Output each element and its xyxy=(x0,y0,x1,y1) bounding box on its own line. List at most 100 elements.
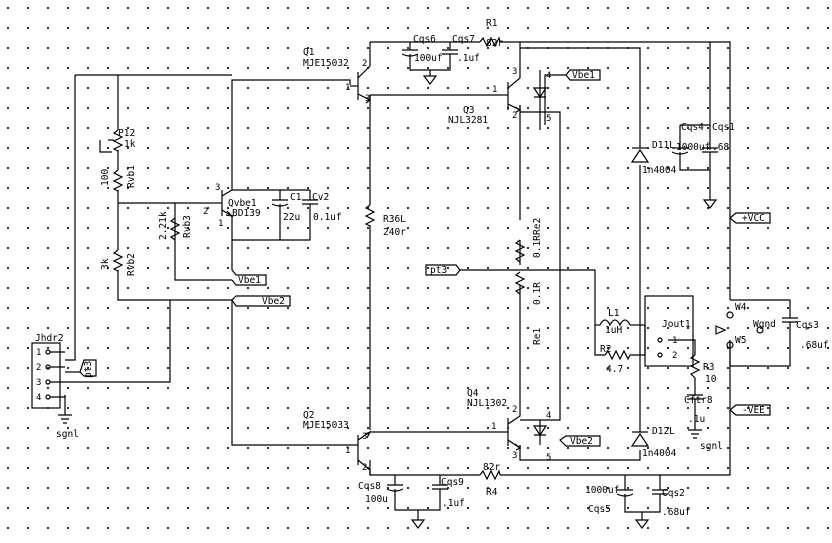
q1-pin3: 3 xyxy=(365,94,370,104)
q2-pin2: 2 xyxy=(362,463,367,473)
q4-part: NJL1302 xyxy=(467,398,507,409)
q2-transistor xyxy=(350,430,372,475)
re2-val: 0.1R xyxy=(532,235,543,258)
re1-val: 0.1R xyxy=(532,282,543,305)
q2-pin1: 1 xyxy=(345,446,350,456)
qvbe-ref: Qvbe1 xyxy=(228,198,257,209)
qvbe-pin2: 2 xyxy=(203,207,208,217)
wgnd-ref: Wgnd xyxy=(753,319,776,330)
c1-val: 22u xyxy=(283,212,300,223)
jout-pin2: 2 xyxy=(672,351,677,361)
q3-transistor xyxy=(500,70,522,113)
cftr-val: .1u xyxy=(688,414,705,425)
p12-ref: P12 xyxy=(118,128,135,139)
r2-resistor xyxy=(604,349,631,361)
cqs5-ref: Cqs5 xyxy=(588,504,611,515)
jhdr-ref: Jhdr2 xyxy=(35,333,64,344)
cqs9-ref: Cqs9 xyxy=(441,477,464,488)
diode-bottom-pin5: 5 xyxy=(546,453,551,463)
q3-part: NJL3281 xyxy=(448,115,488,126)
capacitors xyxy=(271,49,798,505)
jout-ref: Jout1 xyxy=(662,319,691,330)
q3-ref: Q3 xyxy=(463,105,474,116)
d12-ref: D12L xyxy=(652,426,675,437)
q4-transistor xyxy=(500,410,522,451)
r3-ref: R3 xyxy=(703,362,714,373)
cqs4-val: 1000uf xyxy=(676,142,710,153)
jhdr-pin3: 3 xyxy=(36,378,41,388)
qvbe1-transistor xyxy=(210,189,234,217)
w5-ref: W5 xyxy=(735,335,746,346)
r3-resistor xyxy=(689,354,701,385)
rvb1-val: 100 xyxy=(100,169,111,186)
cqs2-ref: Cqs2 xyxy=(662,488,685,499)
q1-pin2: 2 xyxy=(362,59,367,69)
rvb1-ref: Rvb1 xyxy=(126,165,137,188)
r4-val: 82r xyxy=(483,462,500,473)
net-vbe1-left: Vbe1 xyxy=(238,275,261,286)
cqs1-ref: Cqs1 xyxy=(712,122,735,133)
cqs3-val: .68uf xyxy=(800,340,829,351)
d12-val: 1n4004 xyxy=(642,448,677,459)
q2-pin3: 3 xyxy=(362,432,367,442)
q2-ref: Q2 xyxy=(303,410,314,421)
cqs8-ref: Cqs8 xyxy=(358,481,381,492)
net-vcc: +VCC xyxy=(742,213,765,224)
r1-ref: R1 xyxy=(486,18,498,29)
pin-numbers: 2 1 3 1 2 3 3 1 2 1 2 3 3 2 1 4 5 4 5 xyxy=(203,59,551,473)
r1-resistor xyxy=(479,36,501,48)
net-pt3-right: pt3 xyxy=(430,265,447,276)
qvbe-pin3: 3 xyxy=(215,183,220,193)
net-pt3-left: pt3 xyxy=(83,361,94,378)
jhdr-pin4: 4 xyxy=(36,393,41,403)
cqs9-val: .1uf xyxy=(442,498,465,509)
net-vbe1-top: Vbe1 xyxy=(572,70,595,81)
q1-pin1: 1 xyxy=(345,83,350,93)
r3-val: 10 xyxy=(705,374,717,385)
r36l-resistor xyxy=(364,204,376,227)
r36-ref: R36L xyxy=(383,214,406,225)
grounds xyxy=(58,75,718,529)
q2-part: MJE15033 xyxy=(303,420,349,431)
q3-pin3: 3 xyxy=(512,67,517,77)
r36-val: 240r xyxy=(383,227,406,238)
component-labels: Q1 MJE15032 Q2 MJE15033 Q3 NJL3281 Q4 NJ… xyxy=(35,18,829,518)
q1-part: MJE15032 xyxy=(303,58,349,69)
jhdr-pin2: 2 xyxy=(36,363,41,373)
jout-pin1: 1 xyxy=(672,336,677,346)
q4-pin2: 2 xyxy=(512,405,517,415)
d11-ref: D11L xyxy=(652,140,675,151)
jout1-connector xyxy=(644,295,694,367)
rvb2-ref: Rvb2 xyxy=(126,253,137,276)
q1-transistor xyxy=(350,60,372,104)
cqs4-ref: Cqs4 xyxy=(681,122,704,133)
cftr-ref: Cftr8 xyxy=(684,395,713,406)
cqs6-val: 100uf xyxy=(414,53,443,64)
r1-val: 82r xyxy=(486,38,503,49)
l1-inductor xyxy=(595,319,631,327)
r4-ref: R4 xyxy=(486,487,498,498)
net-vbe2-bottom: Vbe2 xyxy=(570,436,593,447)
q4-pin1: 1 xyxy=(491,422,496,432)
wgnd-terminals xyxy=(715,311,764,349)
l1-val: 1uH xyxy=(605,325,622,336)
cqs2-val: .68uf xyxy=(662,507,691,518)
rvb1-resistor xyxy=(112,169,124,192)
re2-resistor xyxy=(514,239,526,263)
r4-resistor xyxy=(479,469,501,481)
diode-bottom-pin4: 4 xyxy=(546,411,551,421)
jhdr2-connector xyxy=(31,342,66,409)
net-vbe2-left: Vbe2 xyxy=(262,296,285,307)
c1-ref: C1 xyxy=(290,192,302,203)
w4-ref: W4 xyxy=(735,302,747,313)
diodes xyxy=(532,87,650,447)
q3-pin2: 2 xyxy=(512,111,517,121)
sgnl-label-left: sgnl xyxy=(56,429,79,440)
cqs7-ref: Cqs7 xyxy=(452,34,475,45)
q3-pin1: 1 xyxy=(492,85,497,95)
sgnl-label-right: sgnl xyxy=(700,441,723,452)
rvb2-resistor xyxy=(112,249,124,272)
re1-resistor xyxy=(514,271,526,295)
rvb2-val: 3k xyxy=(100,258,111,270)
net-flags xyxy=(79,69,771,447)
